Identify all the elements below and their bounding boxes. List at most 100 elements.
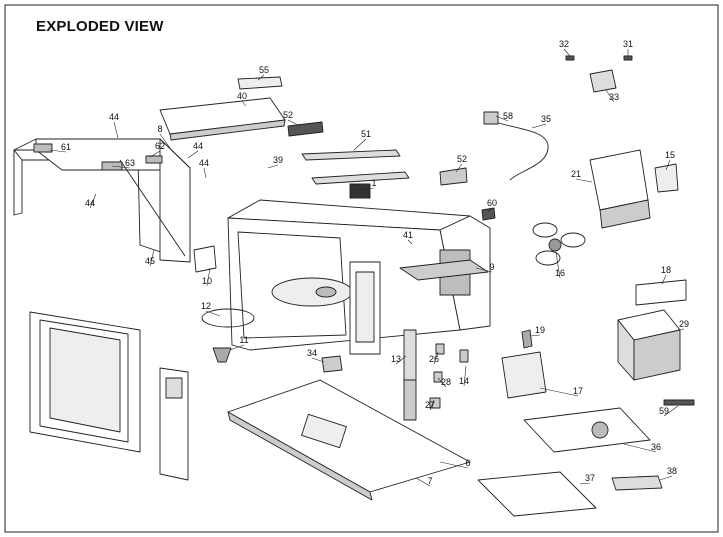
strip-59-part — [663, 399, 695, 406]
leader-line — [437, 377, 447, 388]
leader-line — [539, 387, 579, 397]
part-number-label: 59 — [659, 406, 669, 416]
part-number-label: 13 — [391, 354, 401, 364]
part-number-label: 17 — [573, 386, 583, 396]
plug-part — [483, 111, 499, 125]
part-number-label: 15 — [665, 150, 675, 160]
part-number-label: 26 — [429, 354, 439, 364]
diode-19-part — [521, 329, 533, 349]
part-number-label: 36 — [651, 442, 661, 452]
fan-duct-part — [589, 149, 651, 229]
part-number-label: 8 — [157, 124, 162, 134]
leader-line — [407, 239, 413, 245]
leader-line — [475, 267, 493, 273]
motor-34-part — [321, 355, 343, 373]
part-number-label: 44 — [193, 141, 203, 151]
inverter-board-part — [523, 407, 651, 453]
part-number-label: 38 — [667, 466, 677, 476]
part-number-label: 44 — [109, 112, 119, 122]
leader-line — [229, 344, 245, 351]
leader-line — [455, 163, 463, 173]
power-cord-part — [487, 119, 549, 181]
leader-line — [311, 357, 325, 363]
leader-line — [563, 48, 571, 57]
mount-plate-part — [399, 259, 489, 281]
switch-assembly-part — [565, 55, 633, 93]
bracket-55-part — [237, 76, 283, 90]
part-number-label: 21 — [571, 169, 581, 179]
leader-line — [429, 399, 435, 411]
leader-line — [661, 274, 667, 285]
leader-line — [149, 249, 155, 267]
top-cover-part — [159, 97, 286, 141]
tray-part — [477, 471, 597, 517]
control-panel-part — [159, 367, 189, 481]
leader-line — [665, 159, 671, 171]
plate-10-part — [193, 245, 217, 273]
interlock-switch-part — [403, 329, 469, 421]
part-number-label: 52 — [457, 154, 467, 164]
bracket-52-right-part — [439, 167, 468, 186]
part-number-label: 58 — [503, 111, 513, 121]
roller-ring-part — [201, 308, 255, 328]
part-number-label: 63 — [125, 158, 135, 168]
label-plate-part — [349, 183, 371, 199]
leader-line — [663, 405, 679, 417]
leader-line — [659, 475, 673, 481]
leader-line — [677, 328, 685, 331]
leader-line — [605, 89, 615, 103]
part-number-label: 18 — [661, 265, 671, 275]
leader-line — [206, 267, 211, 287]
leader-line — [205, 310, 221, 317]
part-number-label: 7 — [427, 476, 432, 486]
part-number-label: 35 — [541, 114, 551, 124]
leader-line — [495, 115, 509, 122]
leader-line — [203, 167, 207, 179]
part-number-label: 1 — [371, 178, 376, 188]
leader-line — [531, 123, 547, 129]
leader-line — [623, 443, 657, 453]
door-part — [29, 311, 141, 453]
leader-line — [529, 334, 541, 337]
part-number-label: 61 — [61, 142, 71, 152]
leader-line — [439, 461, 469, 469]
fan-blade-part — [532, 222, 586, 266]
part-number-label: 16 — [555, 268, 565, 278]
leader-line — [415, 477, 431, 487]
part-number-label: 33 — [609, 92, 619, 102]
fan-motor-part — [654, 163, 679, 193]
transformer-part — [617, 309, 681, 381]
part-number-label: 39 — [273, 155, 283, 165]
outer-cabinet-part — [13, 138, 191, 263]
part-number-label: 9 — [489, 262, 494, 272]
leader-line — [111, 165, 131, 169]
part-number-label: 62 — [155, 141, 165, 151]
part-number-label: 10 — [202, 276, 212, 286]
part-number-label: 19 — [535, 325, 545, 335]
part-number-label: 28 — [441, 377, 451, 387]
leader-line — [187, 150, 199, 159]
part-number-label: 29 — [679, 319, 689, 329]
part-number-label: 44 — [199, 158, 209, 168]
leader-line — [579, 482, 591, 485]
bracket-52-upper-part — [287, 121, 324, 137]
part-number-label: 60 — [487, 198, 497, 208]
leader-line — [159, 133, 171, 149]
part-number-label: 14 — [459, 376, 469, 386]
leader-line — [357, 187, 375, 191]
leader-line — [89, 193, 97, 209]
heater-rods-part — [301, 149, 410, 185]
part-number-label: 37 — [585, 473, 595, 483]
part-number-label: 55 — [259, 65, 269, 75]
leader-line — [555, 251, 561, 279]
coupling-part — [212, 347, 232, 363]
leader-line — [49, 149, 67, 153]
diagram-title: EXPLODED VIEW — [36, 18, 164, 35]
leader-line — [575, 178, 593, 183]
transformer-cover-part — [635, 279, 687, 306]
part-number-label: 31 — [623, 39, 633, 49]
part-number-label: 51 — [361, 129, 371, 139]
leader-line — [241, 100, 247, 107]
